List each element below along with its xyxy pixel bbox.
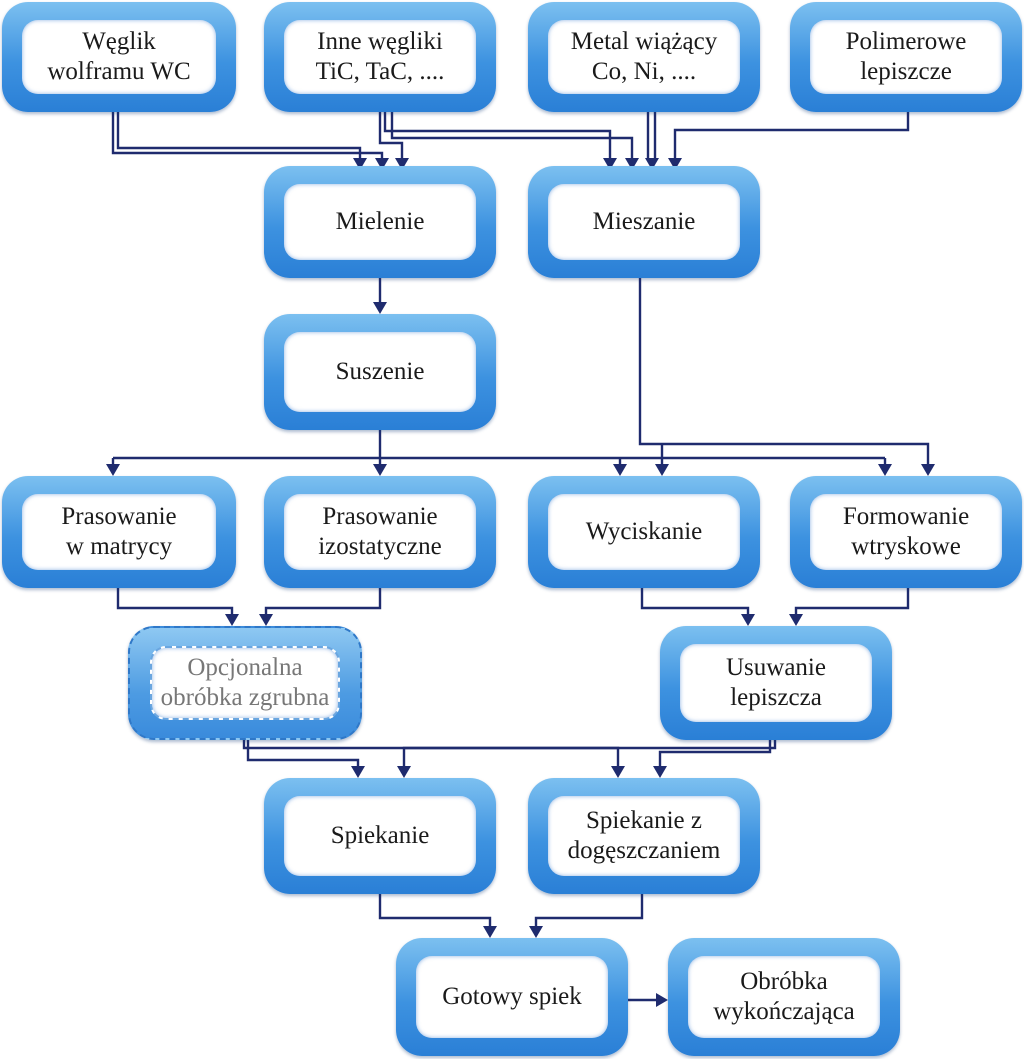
node-mielenie-label: Mielenie	[335, 208, 425, 235]
node-mielenie: Mielenie	[264, 166, 496, 278]
node-formowanie: Formowanie wtryskowe	[790, 476, 1022, 588]
node-spiekanie-label: Spiekanie	[330, 822, 430, 849]
node-usuwanie-line2: lepiszcza	[730, 684, 822, 711]
node-metal-line2: Co, Ni, ....	[591, 58, 697, 85]
node-prasmat-line1: Prasowanie	[61, 503, 177, 530]
node-wyciskanie-label: Wyciskanie	[585, 518, 703, 545]
node-prasowanie-izostatyczne: Prasowanie izostatyczne	[264, 476, 496, 588]
node-prasizo-line1: Prasowanie	[322, 503, 438, 530]
node-spiekdog-line1: Spiekanie z	[586, 807, 702, 834]
node-polimer-line2: lepiszcze	[860, 58, 952, 85]
node-mieszanie: Mieszanie	[528, 166, 760, 278]
node-wc-line2: wolframu WC	[47, 58, 191, 85]
node-spiekdog-line2: dogęszczaniem	[567, 837, 721, 864]
node-opcjonalna-line2: obróbka zgrubna	[160, 684, 330, 711]
node-usuwanie: Usuwanie lepiszcza	[660, 626, 892, 740]
node-wyciskanie: Wyciskanie	[528, 476, 760, 588]
node-obrobka-wykonczajaca: Obróbka wykończająca	[668, 938, 900, 1056]
node-opcjonalna-line1: Opcjonalna	[187, 654, 303, 681]
node-formowanie-line2: wtryskowe	[851, 533, 961, 560]
node-gotowy-spiek: Gotowy spiek	[396, 938, 628, 1056]
node-wc-line1: Węglik	[82, 28, 156, 55]
node-opcjonalna: Opcjonalna obróbka zgrubna	[128, 626, 362, 740]
node-obrobka-line2: wykończająca	[713, 998, 855, 1025]
node-formowanie-line1: Formowanie	[842, 503, 970, 530]
node-spiekanie-dogeszczanie: Spiekanie z dogęszczaniem	[528, 778, 760, 894]
node-metal-line1: Metal wiążący	[570, 28, 718, 55]
node-spiekanie: Spiekanie	[264, 778, 496, 894]
node-prasmat-line2: w matrycy	[65, 533, 173, 560]
node-suszenie-label: Suszenie	[335, 358, 425, 385]
node-usuwanie-line1: Usuwanie	[726, 654, 826, 681]
node-suszenie: Suszenie	[264, 314, 496, 430]
node-prasizo-line2: izostatyczne	[318, 533, 442, 560]
node-inne-line2: TiC, TaC, ....	[315, 58, 445, 85]
node-polimer: Polimerowe lepiszcze	[790, 2, 1022, 112]
node-obrobka-line1: Obróbka	[740, 968, 828, 995]
node-mieszanie-label: Mieszanie	[592, 208, 696, 235]
node-wc: Węglik wolframu WC	[2, 2, 236, 112]
node-inne-line1: Inne węgliki	[317, 28, 443, 55]
node-prasowanie-matryca: Prasowanie w matrycy	[2, 476, 236, 588]
node-gotowy-label: Gotowy spiek	[442, 983, 582, 1010]
node-polimer-line1: Polimerowe	[845, 28, 967, 55]
